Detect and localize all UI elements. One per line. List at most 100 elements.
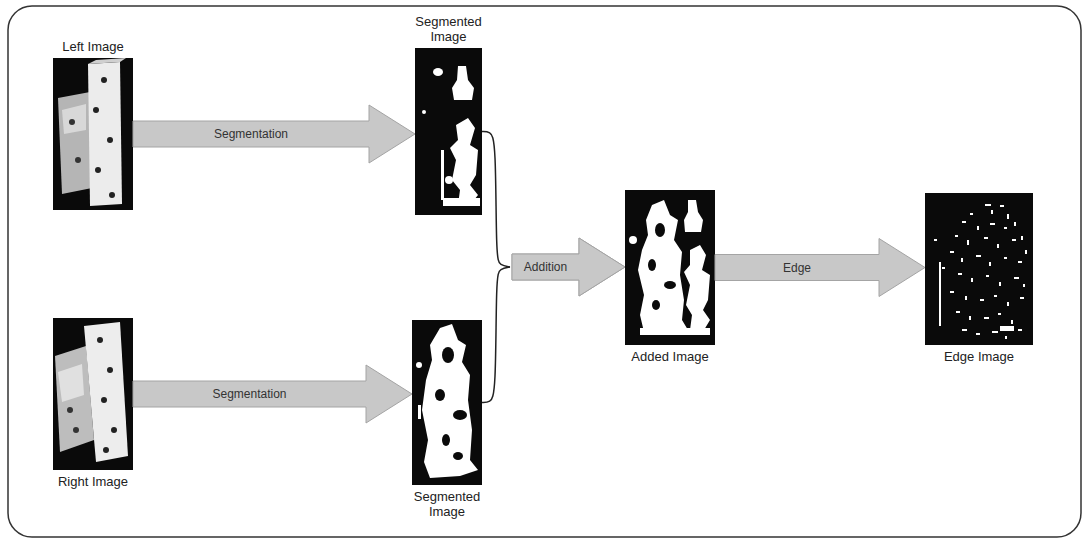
segmented-bottom <box>416 362 422 368</box>
photo-left <box>75 157 81 163</box>
caption-group: Left Image <box>38 39 148 54</box>
segmented-top <box>422 110 426 114</box>
photo-left <box>88 58 126 64</box>
photo-right <box>67 407 73 413</box>
segmented-top <box>452 66 474 100</box>
block-arrow <box>482 132 625 297</box>
image-caption: Right Image <box>38 474 148 489</box>
photo-right <box>103 447 109 453</box>
segmented-bottom <box>442 434 450 446</box>
photo-left <box>107 137 113 143</box>
arrow-label: Segmentation <box>212 387 286 401</box>
segmented-bottom <box>453 410 467 420</box>
image-caption: Edge Image <box>919 349 1039 364</box>
added-picture <box>664 281 676 289</box>
edge-picture <box>934 205 1026 339</box>
segmented-bottom <box>412 320 482 485</box>
added-picture <box>625 190 715 345</box>
brace-line <box>482 132 510 268</box>
image-panel: Left Image <box>38 39 148 210</box>
image-frame <box>925 193 1033 345</box>
image-frame <box>415 48 482 215</box>
edge-picture <box>1000 326 1014 331</box>
photo-left <box>109 192 115 198</box>
image-panel: Edge Image <box>919 193 1039 364</box>
segmented-top <box>415 48 482 215</box>
added-picture <box>684 245 710 330</box>
image-panel: Added Image <box>615 190 725 364</box>
segmented-bottom <box>442 347 454 363</box>
edge-picture <box>925 193 1033 345</box>
segmented-top <box>433 68 443 76</box>
arrow-body <box>512 238 625 296</box>
arrow-body <box>133 365 412 423</box>
added-picture <box>652 300 660 310</box>
image-panel: Segmented Image <box>409 14 489 215</box>
outer-frame <box>8 6 1081 537</box>
segmented-bottom <box>435 389 445 401</box>
photo-left <box>95 167 101 173</box>
edge-picture <box>925 193 1033 345</box>
arrow-body <box>133 105 415 163</box>
photo-right <box>84 322 128 462</box>
photo-right <box>73 427 79 433</box>
image-frame <box>53 318 133 470</box>
photo-right <box>101 397 107 403</box>
segmented-bottom <box>418 405 421 419</box>
segmented-bottom <box>422 324 478 478</box>
added-picture <box>684 200 703 232</box>
image-panel: Segmented Image <box>407 320 487 519</box>
segmented-top <box>450 118 478 205</box>
block-arrow <box>482 238 625 403</box>
segmented-top <box>441 150 444 200</box>
caption-group: Added Image <box>615 349 725 364</box>
arrow-body <box>715 239 925 297</box>
segmented-bottom <box>412 320 482 485</box>
photo-left <box>88 62 122 206</box>
photo-right <box>107 367 113 373</box>
segmented-top <box>415 48 482 215</box>
photo-right <box>58 364 84 402</box>
block-arrow <box>715 239 925 297</box>
added-picture <box>625 190 715 345</box>
image-frame <box>625 190 715 345</box>
added-picture <box>655 223 665 237</box>
image-caption: Added Image <box>615 349 725 364</box>
added-picture <box>629 236 637 244</box>
image-frame <box>412 320 482 485</box>
block-arrow <box>133 365 412 423</box>
caption-group: Segmented Image <box>409 14 489 44</box>
arrow-body <box>512 238 625 296</box>
segmented-top <box>445 176 453 184</box>
image-frame <box>53 58 133 210</box>
caption-group: Right Image <box>38 474 148 489</box>
arrow-label: Addition <box>524 260 567 274</box>
image-caption: Left Image <box>38 39 148 54</box>
photo-left <box>53 58 133 210</box>
added-picture <box>638 200 688 334</box>
added-picture <box>648 259 656 271</box>
photo-right <box>111 427 117 433</box>
segmented-top <box>443 198 480 206</box>
edge-picture <box>939 262 941 326</box>
photo-left <box>93 107 99 113</box>
arrow-label: Segmentation <box>214 127 288 141</box>
photo-left <box>69 119 75 125</box>
photo-left <box>53 58 133 210</box>
image-caption: Segmented Image <box>407 489 487 519</box>
block-arrow <box>133 105 415 163</box>
photo-left <box>62 104 86 134</box>
photo-right <box>53 318 133 470</box>
segmented-bottom <box>453 452 463 460</box>
photo-right <box>53 318 133 470</box>
photo-left <box>58 92 92 194</box>
image-panel: Right Image <box>38 318 148 489</box>
caption-group: Segmented Image <box>407 489 487 519</box>
photo-right <box>97 337 103 343</box>
brace-line <box>482 267 510 403</box>
arrow-label: Edge <box>783 261 811 275</box>
image-caption: Segmented Image <box>409 14 489 44</box>
caption-group: Edge Image <box>919 349 1039 364</box>
photo-left <box>101 77 107 83</box>
added-picture <box>640 328 710 335</box>
